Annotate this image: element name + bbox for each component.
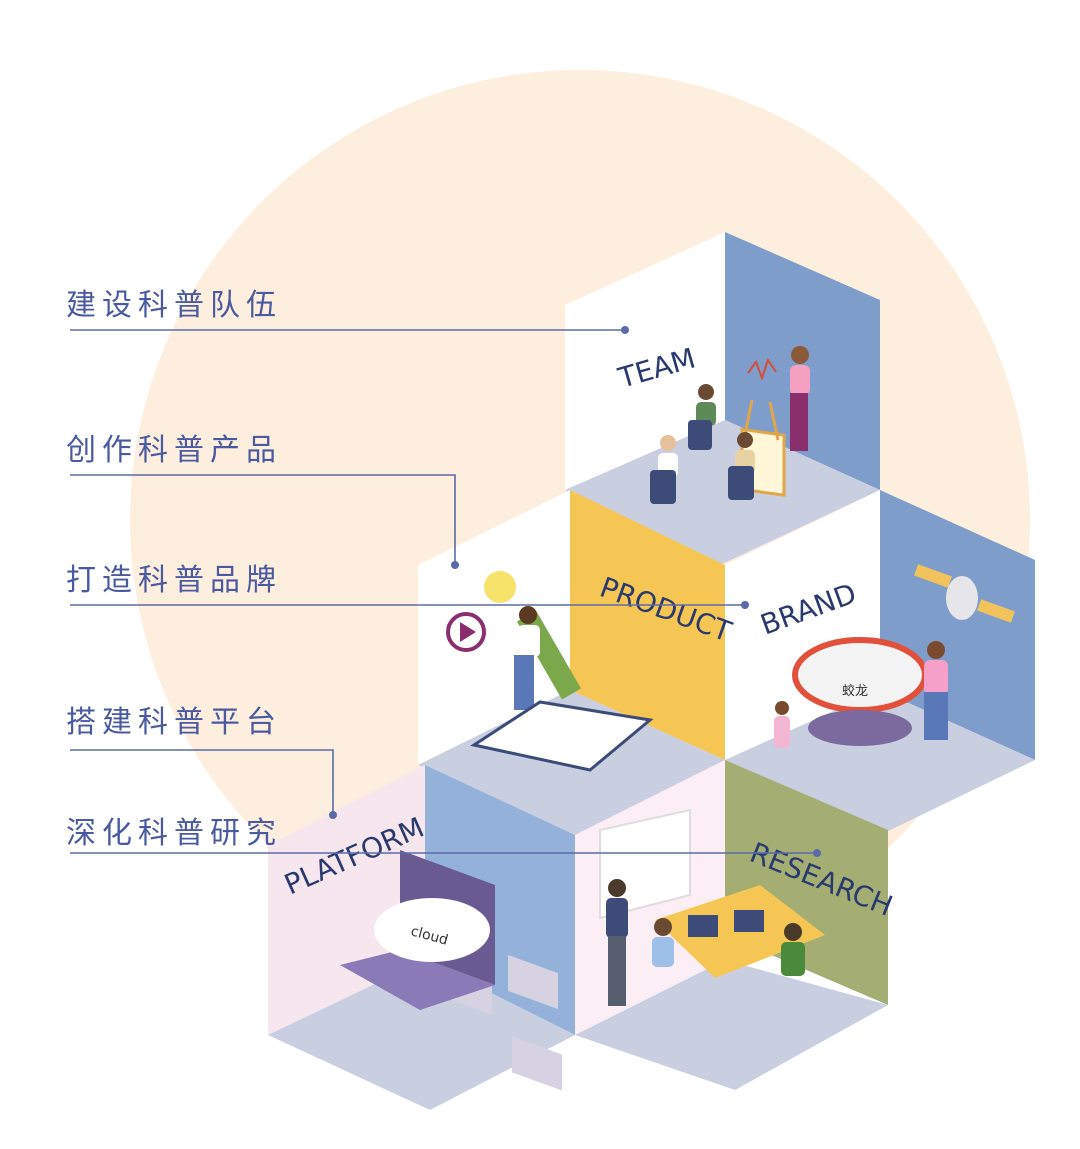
person-legs [514,655,534,710]
connector-dot [813,849,821,857]
label-brand: 打造科普品牌 [66,563,282,598]
connector-dot [329,811,337,819]
chair [650,470,676,504]
label-product: 创作科普产品 [66,433,282,468]
connector-product [70,474,456,565]
play-icon [446,612,486,652]
open-book [470,700,654,772]
connector-dot [621,326,629,334]
research-box: RESEARCH [575,760,897,1090]
person-body [518,625,540,657]
person-head [654,918,672,936]
satellite-panel [914,564,952,588]
person-body [652,937,674,967]
platform-floor [268,960,575,1110]
team-wall-left [565,232,725,490]
person-head [784,923,802,941]
person-head [698,384,714,400]
connector-lines [70,329,817,854]
product-wall-right [570,490,725,760]
label-platform: 搭建科普平台 [66,705,282,740]
laptop [688,915,718,937]
brand-floor [725,690,1035,835]
play-icon-triangle [460,622,476,642]
satellite-body [946,576,978,620]
submarine-body [792,637,928,713]
submarine-stand [808,710,912,746]
connector-platform [70,749,334,815]
person-body [924,660,948,695]
ui-window-panel [512,1036,562,1091]
laptop [734,910,764,932]
person-head [660,435,676,451]
person-skirt [790,393,808,451]
chair [688,420,712,450]
connector-dots [329,326,821,857]
person-head [608,879,626,897]
easel-leg [768,401,780,441]
person-head [737,432,753,448]
cloud-icon [374,898,490,962]
ui-window-panel [508,954,558,1010]
person-body [606,898,628,938]
connector-dot [451,561,459,569]
easel-chart [747,357,777,381]
person-body [774,716,790,748]
person-legs [608,936,626,1006]
label-research: 深化科普研究 [66,816,282,851]
person-body [781,942,805,976]
connector-dot [741,601,749,609]
person-head [775,701,789,715]
chair [728,466,754,500]
laptop-base [340,950,495,1010]
team-floor [565,420,880,565]
satellite-panel [977,599,1015,623]
submarine-text: 蛟龙 [842,684,868,699]
lightbulb-icon [484,571,516,603]
person-head [927,641,945,659]
team-box: TEAM [565,232,880,565]
brand-box: 蛟龙 BRAND [725,490,1035,835]
person-skirt [924,692,948,740]
label-team: 建设科普队伍 [66,288,282,323]
person-head [519,606,537,624]
person-head [791,346,809,364]
research-floor [575,960,888,1090]
person-body [790,365,810,395]
